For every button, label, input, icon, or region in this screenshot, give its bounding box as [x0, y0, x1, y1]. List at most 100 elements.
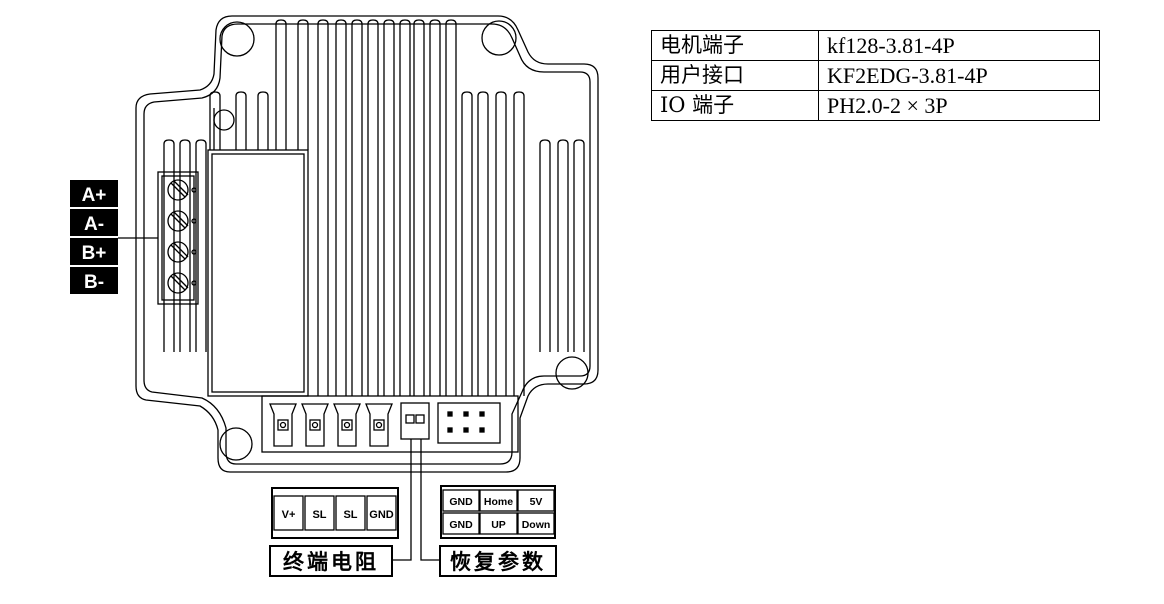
- heatsink-fin: [573, 139, 585, 352]
- io-pin: [447, 427, 453, 433]
- terminal-contact: [191, 280, 197, 286]
- screw-slot: [173, 180, 189, 196]
- pin-label: V+: [282, 509, 296, 521]
- motor-label: B-: [84, 272, 104, 293]
- heatsink-fins: [163, 19, 585, 396]
- pin-label: SL: [343, 509, 357, 521]
- spec-name: 电机端子: [651, 30, 819, 61]
- heatsink-fin: [383, 19, 395, 396]
- component-block: [207, 108, 309, 397]
- board-outline: [135, 15, 599, 473]
- screw-slot: [173, 211, 189, 227]
- screw-slot: [170, 275, 186, 291]
- user-interface-connector: [269, 403, 393, 447]
- connector-pin-dot: [279, 421, 287, 429]
- pin-label: SL: [312, 509, 326, 521]
- spec-table: 电机端子 kf128-3.81-4P 用户接口 KF2EDG-3.81-4P I…: [651, 30, 1100, 121]
- spec-value: KF2EDG-3.81-4P: [818, 60, 1100, 91]
- heatsink-fin: [235, 91, 247, 150]
- caption-right: 恢复参数: [450, 549, 546, 574]
- connector-pin-dot: [375, 421, 383, 429]
- heatsink-fin: [209, 91, 221, 150]
- io-pin-label-box: [479, 512, 518, 535]
- heatsink-fin: [297, 19, 309, 150]
- io-header: [437, 402, 501, 444]
- pin-label-box: [273, 495, 304, 531]
- heatsink-fin: [275, 19, 287, 150]
- heatsink-fin: [351, 19, 363, 396]
- motor-label: A+: [82, 185, 107, 206]
- leader-left: [392, 458, 412, 561]
- io-pin-label: Home: [484, 496, 513, 508]
- heatsink-fin: [179, 139, 191, 352]
- connector-pin-housing: [301, 403, 329, 447]
- heatsink-fin: [539, 139, 551, 352]
- heatsink-fin: [163, 139, 175, 352]
- connector-pin-screw: [341, 419, 353, 431]
- terminal-screw: [167, 272, 189, 294]
- connector-pin-screw: [277, 419, 289, 431]
- table-row: IO 端子 PH2.0-2 × 3P: [651, 90, 1100, 121]
- heatsink-fin: [461, 91, 473, 396]
- heatsink-fin: [317, 19, 329, 396]
- spec-name: IO 端子: [651, 90, 819, 121]
- io-pin-label-box: [517, 512, 555, 535]
- connector-pin-screw: [373, 419, 385, 431]
- heatsink-fin: [513, 91, 525, 396]
- caption-left-box: 终端电阻: [269, 545, 393, 577]
- terminal-screw: [167, 241, 189, 263]
- io-pin: [479, 411, 485, 417]
- spec-name: 用户接口: [651, 60, 819, 91]
- caption-right-box: 恢复参数: [439, 545, 557, 577]
- io-pin-label: Down: [522, 519, 551, 531]
- leader-right: [420, 458, 440, 561]
- spec-value: kf128-3.81-4P: [818, 30, 1100, 61]
- terminal-screw: [167, 210, 189, 232]
- io-pin-label: UP: [491, 519, 506, 531]
- connector-pin-housing: [269, 403, 297, 447]
- connector-pin-screw: [309, 419, 321, 431]
- terminal-contact: [191, 218, 197, 224]
- io-pin-label-box: [479, 489, 518, 512]
- io-pin: [479, 427, 485, 433]
- heatsink-fin: [195, 139, 207, 352]
- heatsink-fin: [367, 19, 379, 396]
- connector-pin-dot: [343, 421, 351, 429]
- mounting-holes: [219, 20, 589, 461]
- io-pin: [463, 427, 469, 433]
- io-pin-label-box: [517, 489, 555, 512]
- pin-label-box: [366, 495, 397, 531]
- screw-slot: [173, 273, 189, 289]
- board-inner-outline: [143, 23, 591, 465]
- table-row: 电机端子 kf128-3.81-4P: [651, 30, 1100, 61]
- screw-slot: [173, 242, 189, 258]
- heatsink-fin: [399, 19, 411, 396]
- heatsink-fin: [557, 139, 569, 352]
- screw-slot: [170, 182, 186, 198]
- terminal-contact: [191, 187, 197, 193]
- io-pin: [463, 411, 469, 417]
- motor-label-box: [70, 267, 118, 294]
- heatsink-fin: [495, 91, 507, 396]
- heatsink-fin: [257, 91, 269, 150]
- bottom-strip: [261, 395, 519, 453]
- heatsink-fin: [477, 91, 489, 396]
- connector-pin-housing: [333, 403, 361, 447]
- heatsink-fin: [445, 19, 457, 396]
- motor-labels: A+A-B+B-: [70, 180, 158, 294]
- pin-label-box: [335, 495, 366, 531]
- terminal-screw: [167, 179, 189, 201]
- motor-label-box: [70, 238, 118, 265]
- connector-pin-dot: [311, 421, 319, 429]
- motor-label-box: [70, 180, 118, 207]
- screw-slot: [170, 244, 186, 260]
- terminal-contact: [191, 249, 197, 255]
- termination-pin-labels: V+ SL SL GND: [271, 487, 399, 539]
- heatsink-fin: [429, 19, 441, 396]
- io-pin-label: GND: [449, 519, 473, 531]
- heatsink-fin: [413, 19, 425, 396]
- spec-value: PH2.0-2 × 3P: [818, 90, 1100, 121]
- pin-label: GND: [369, 509, 394, 521]
